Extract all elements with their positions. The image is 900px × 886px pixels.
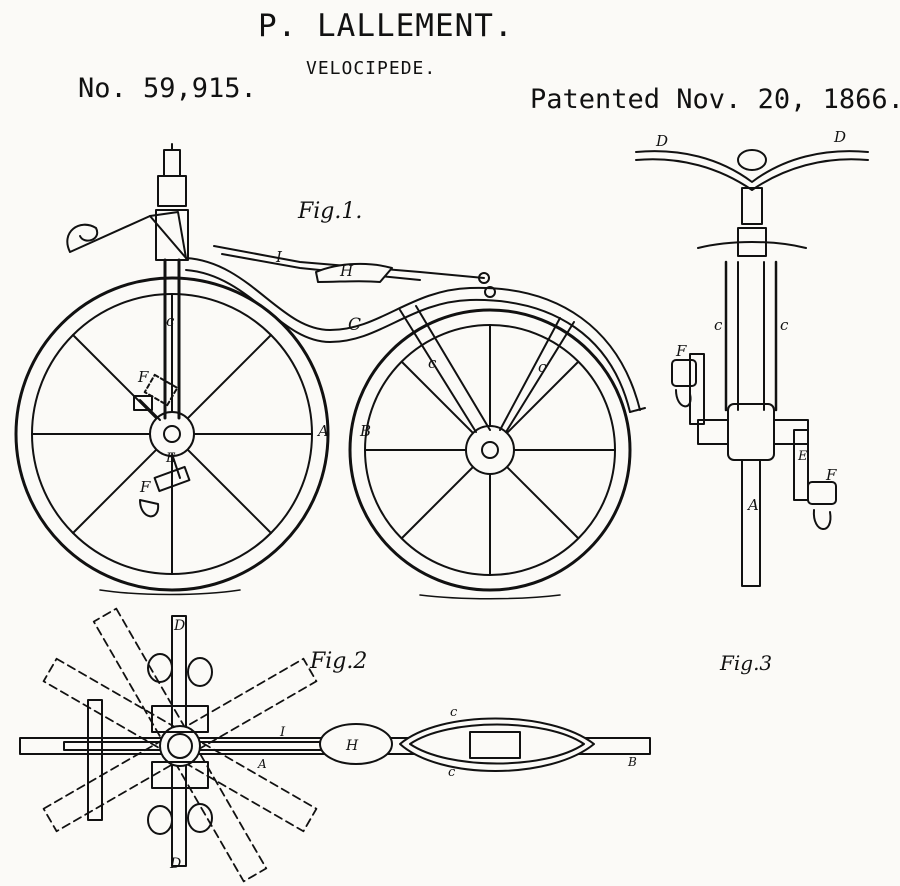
fig3-letter-e: E [797,449,808,464]
fig2-letter-h: H [345,738,359,754]
fig3-letter-d-right: D [833,128,846,146]
rear-fork [399,305,575,433]
fig2-letter-c-bottom: c [448,765,456,780]
fig1-letter-f-bottom: F [139,478,151,496]
fig3-letter-f-right: F [825,466,837,484]
patent-number: No. 59,915. [78,73,257,104]
fig1-letter-i: I [275,248,283,266]
fig1-label: Fig.1. [297,199,362,224]
fig1-letter-a: A [316,422,329,440]
inventor-name: P. LALLEMENT. [258,8,514,44]
fig2-letter-c-top: c [450,705,458,720]
saddle-plan [319,723,393,765]
fig1-letter-e: E [165,451,176,466]
fig3-letter-f-left: F [675,342,687,360]
pedal-crank-upper [133,373,179,421]
fig1-letter-h: H [339,262,354,280]
fig1-letter-c-rear-right: c [538,358,547,376]
handlebar-bar [635,150,869,183]
rear-wheel [348,308,632,592]
fig2-letter-d-bottom: D [169,856,181,872]
fig2-letter-i: I [279,725,286,740]
fig3-letter-c-right: c [780,316,789,334]
fig2-plan-view: Fig.2 D D I H c c A B [19,607,651,883]
fig1-side-view: Fig.1. I H C c c c F F E A B [14,143,646,600]
fig2-label: Fig.2 [309,649,367,674]
fig3-front-view: Fig.3 D D c c F F E A [635,128,869,675]
fig3-label: Fig.3 [719,651,772,675]
frame-reach [185,257,641,411]
fig1-letter-c-fork: c [166,312,175,330]
fig1-letter-f-top: F [137,368,149,386]
fig2-letter-d-top: D [173,618,185,634]
fig2-letter-b: B [627,755,637,769]
fig3-letter-d-left: D [655,132,668,150]
fig1-letter-c-rear-left: c [428,354,437,372]
fig3-letter-a: A [746,496,759,514]
front-wheel [14,276,330,592]
saddle [315,262,393,283]
invention-title: VELOCIPEDE. [306,58,437,79]
handlebar-scroll [66,215,187,259]
pedal-crank-lower [139,453,191,518]
fig2-letter-a: A [257,757,267,771]
fig3-letter-c-left: c [714,316,723,334]
patent-date: Patented Nov. 20, 1866. [530,84,900,115]
fig1-letter-b: B [359,422,371,440]
fig1-letter-c-frame: C [348,315,361,335]
